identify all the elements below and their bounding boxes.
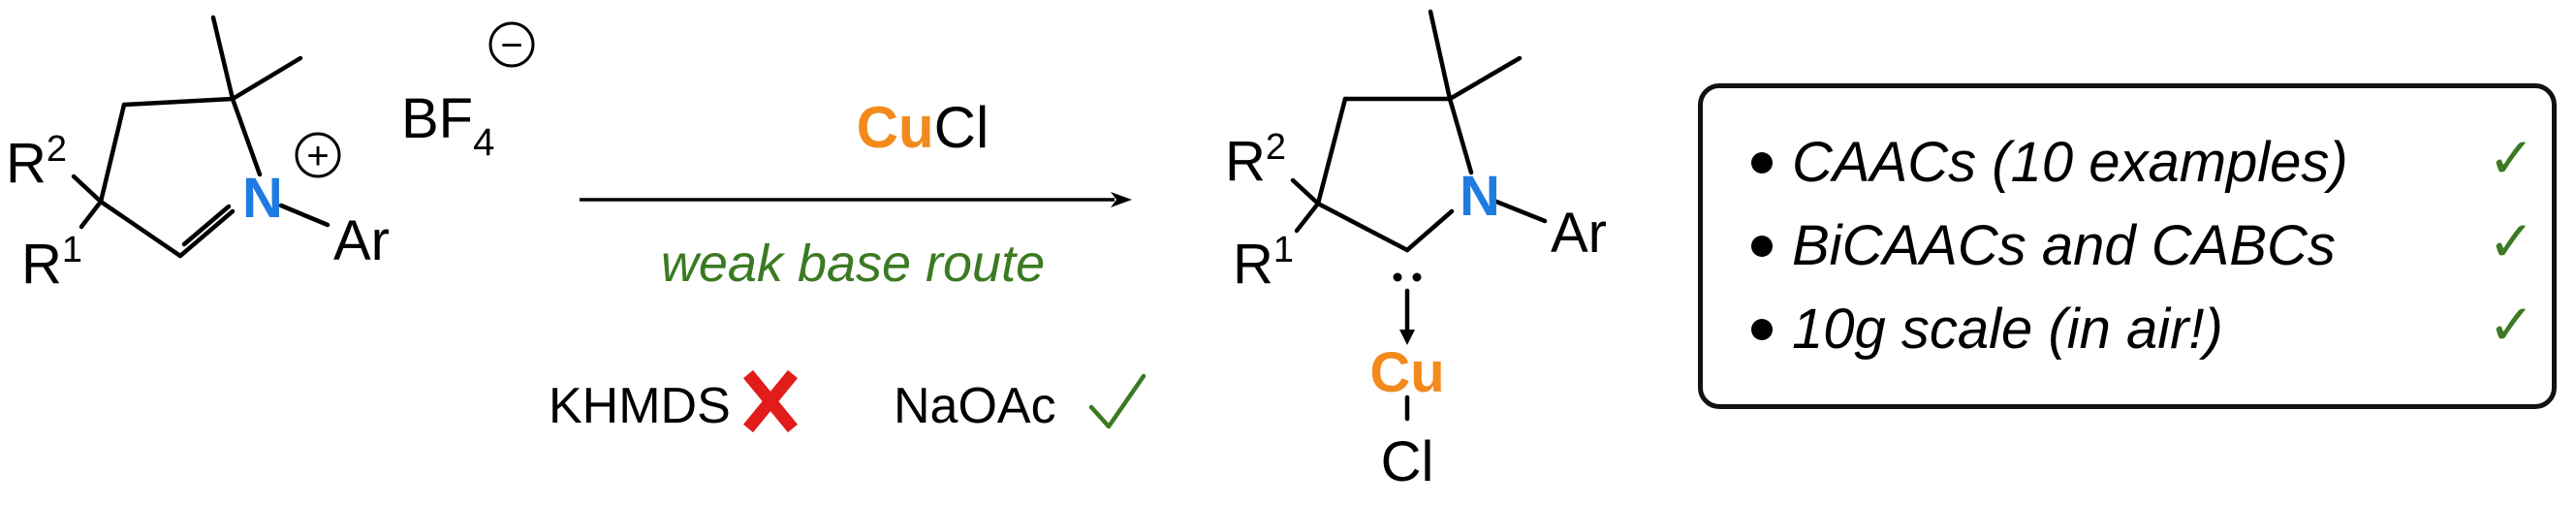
summary-box: CAACs (10 examples) ✓ BiCAACs and CABCs … bbox=[1698, 83, 2557, 409]
reaction-conditions: CuCl weak base route KHMDS NaOAc bbox=[549, 95, 1147, 434]
product-nitrogen-atom: N bbox=[1460, 165, 1500, 228]
product-r2-label: R2 bbox=[1225, 127, 1286, 193]
reactant-aryl-label: Ar bbox=[333, 209, 390, 272]
summary-item-text: CAACs (10 examples) bbox=[1792, 131, 2348, 194]
summary-item: BiCAACs and CABCs ✓ bbox=[1738, 210, 2535, 280]
lone-pair-dot-right bbox=[1412, 272, 1422, 282]
green-check-icon: ✓ bbox=[2488, 210, 2535, 273]
product-r1-label: R1 bbox=[1233, 230, 1294, 296]
route-label: weak base route bbox=[661, 235, 1045, 293]
positive-charge-circle bbox=[295, 132, 341, 178]
reactant-iminium-salt: R2 R1 N Ar + BF4 − bbox=[6, 15, 535, 296]
bullet-dot bbox=[1751, 319, 1773, 340]
bullet-dot bbox=[1751, 152, 1773, 174]
lone-pair-dot-left bbox=[1393, 272, 1402, 282]
green-check-icon: ✓ bbox=[2488, 294, 2535, 357]
summary-item: 10g scale (in air!) ✓ bbox=[1738, 294, 2535, 363]
red-cross-icon bbox=[742, 369, 799, 433]
product-chloride-atom: Cl bbox=[1381, 430, 1434, 493]
reactant-nitrogen-atom: N bbox=[242, 167, 283, 230]
base-khmds: KHMDS bbox=[549, 378, 731, 434]
reaction-arrow-head bbox=[1111, 192, 1132, 207]
bullet-dot bbox=[1751, 236, 1773, 257]
counterion-label: BF4 bbox=[401, 87, 494, 164]
positive-charge-sign: + bbox=[306, 135, 329, 177]
base-naoac: NaOAc bbox=[894, 378, 1056, 434]
green-check-icon: ✓ bbox=[2488, 127, 2535, 190]
summary-item: CAACs (10 examples) ✓ bbox=[1738, 127, 2535, 197]
negative-charge-circle bbox=[488, 21, 535, 68]
summary-item-text: BiCAACs and CABCs bbox=[1792, 214, 2336, 277]
negative-charge-sign: − bbox=[500, 24, 522, 67]
product-copper-atom: Cu bbox=[1369, 341, 1444, 404]
summary-item-text: 10g scale (in air!) bbox=[1792, 298, 2223, 361]
product-bonds bbox=[1290, 9, 1548, 422]
reactant-bonds bbox=[71, 15, 330, 259]
reagent-cucl: CuCl bbox=[857, 95, 990, 160]
product-caac-cucl: R2 R1 N Ar Cu Cl bbox=[1225, 9, 1607, 493]
dative-arrow-head bbox=[1399, 330, 1415, 345]
reactant-r1-label: R1 bbox=[21, 230, 82, 296]
reactant-r2-label: R2 bbox=[6, 129, 67, 195]
green-check-icon bbox=[1088, 373, 1147, 429]
product-aryl-label: Ar bbox=[1551, 202, 1607, 265]
